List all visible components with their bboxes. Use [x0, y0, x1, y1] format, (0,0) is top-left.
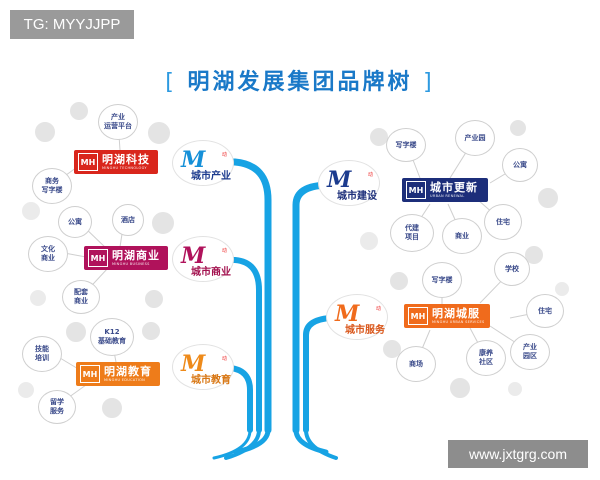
m-mark-icon: M: [327, 167, 352, 193]
deco-circle: [35, 122, 55, 142]
node-residence: 住宅: [526, 294, 564, 328]
node-k12: K12 基础教育: [90, 318, 134, 356]
brand-english: MINGHU BUSINESS: [112, 262, 150, 266]
emblem-tag: 动: [367, 172, 373, 178]
node-study-abroad: 留学 服务: [38, 390, 76, 424]
node-industrial-park: 产业 园区: [510, 334, 550, 370]
deco-circle: [450, 378, 470, 398]
deco-circle: [555, 282, 569, 296]
site-watermark-badge: www.jxtgrg.com: [448, 440, 588, 468]
node-elderly-community: 康养 社区: [466, 340, 506, 376]
brand-text: 明湖城服 MINGHU URBAN SERVICES: [432, 307, 485, 325]
deco-circle: [510, 120, 526, 136]
node-hotel: 酒店: [112, 204, 144, 236]
emblem-city-commerce: M 城市商业 动: [172, 236, 234, 282]
brand-name: 明湖科技: [102, 153, 150, 166]
node-office-service: 写字楼: [422, 262, 462, 298]
node-school: 学校: [494, 252, 530, 286]
deco-circle: [508, 382, 522, 396]
brand-urban-renewal: MH 城市更新 URBAN RENEWAL: [402, 178, 488, 202]
emblem-city-service: M 城市服务 动: [326, 294, 388, 340]
m-mark-icon: M: [181, 147, 206, 173]
brand-name: 明湖教育: [104, 365, 152, 378]
minghu-logo-icon: MH: [406, 181, 426, 199]
deco-circle: [102, 398, 122, 418]
deco-circle: [145, 290, 163, 308]
brand-text: 明湖商业 MINGHU BUSINESS: [112, 249, 160, 267]
emblem-city-construction: M 城市建设 动: [318, 160, 380, 206]
minghu-logo-icon: MH: [88, 249, 108, 267]
emblem-tag: 动: [221, 248, 227, 254]
deco-circle: [390, 272, 408, 290]
emblem-label: 城市建设: [337, 191, 377, 202]
deco-circle: [383, 340, 401, 358]
deco-circle: [538, 188, 558, 208]
node-biz-office: 商务 写字楼: [32, 168, 72, 204]
title-bracket-close: ]: [423, 70, 435, 95]
brand-english: URBAN RENEWAL: [430, 194, 465, 198]
emblem-label: 城市产业: [191, 171, 231, 182]
emblem-city-industry: M 城市产业 动: [172, 140, 234, 186]
deco-circle: [70, 102, 88, 120]
deco-circle: [18, 382, 34, 398]
brand-minghu-urban-services: MH 明湖城服 MINGHU URBAN SERVICES: [404, 304, 490, 328]
deco-circle: [30, 290, 46, 306]
emblem-label: 城市商业: [191, 267, 231, 278]
deco-circle: [360, 232, 378, 250]
brand-minghu-technology: MH 明湖科技 MINGHU TECHNOLOGY: [74, 150, 158, 174]
tg-watermark-badge: TG: MYYJJPP: [10, 10, 134, 39]
node-residential: 住宅: [484, 204, 522, 240]
brand-name: 明湖商业: [112, 249, 160, 262]
brand-english: MINGHU URBAN SERVICES: [432, 320, 485, 324]
m-mark-icon: M: [181, 243, 206, 269]
brand-text: 明湖教育 MINGHU EDUCATION: [104, 365, 152, 383]
node-industry-platform: 产业 运营平台: [98, 104, 138, 140]
brand-minghu-business: MH 明湖商业 MINGHU BUSINESS: [84, 246, 168, 270]
deco-circle: [525, 246, 543, 264]
node-apartment-left: 公寓: [58, 206, 92, 238]
brand-text: 明湖科技 MINGHU TECHNOLOGY: [102, 153, 150, 171]
deco-circle: [142, 322, 160, 340]
title-bracket-open: [: [165, 70, 177, 95]
brand-english: MINGHU EDUCATION: [104, 378, 146, 382]
title-text: 明湖发展集团品牌树: [187, 70, 413, 95]
brand-name: 明湖城服: [432, 307, 480, 320]
node-skill-training: 技能 培训: [22, 336, 62, 372]
emblem-label: 城市服务: [345, 325, 385, 336]
node-culture-commerce: 文化 商业: [28, 236, 68, 272]
emblem-tag: 动: [221, 152, 227, 158]
node-mall: 商场: [396, 346, 436, 382]
emblem-tag: 动: [375, 306, 381, 312]
node-agent-project: 代建 项目: [390, 214, 434, 252]
node-supporting-commerce: 配套 商业: [62, 280, 100, 314]
deco-circle: [152, 212, 174, 234]
deco-circle: [66, 322, 86, 342]
deco-circle: [22, 202, 40, 220]
node-apartment-right: 公寓: [502, 148, 538, 182]
brand-text: 城市更新 URBAN RENEWAL: [430, 181, 478, 199]
emblem-label: 城市教育: [191, 375, 231, 386]
tree-branches: [211, 158, 338, 460]
m-mark-icon: M: [181, 351, 206, 377]
node-commercial: 商业: [442, 218, 482, 254]
minghu-logo-icon: MH: [80, 365, 100, 383]
page-title: [ 明湖发展集团品牌树 ]: [150, 66, 450, 100]
minghu-logo-icon: MH: [408, 307, 428, 325]
emblem-tag: 动: [221, 356, 227, 362]
node-industrial-park-top: 产业园: [455, 120, 495, 156]
brand-minghu-education: MH 明湖教育 MINGHU EDUCATION: [76, 362, 160, 386]
minghu-logo-icon: MH: [78, 153, 98, 171]
node-office-right: 写字楼: [386, 128, 426, 162]
brand-english: MINGHU TECHNOLOGY: [102, 166, 147, 170]
emblem-city-education: M 城市教育 动: [172, 344, 234, 390]
brand-name: 城市更新: [430, 181, 478, 194]
m-mark-icon: M: [335, 301, 360, 327]
deco-circle: [148, 122, 170, 144]
